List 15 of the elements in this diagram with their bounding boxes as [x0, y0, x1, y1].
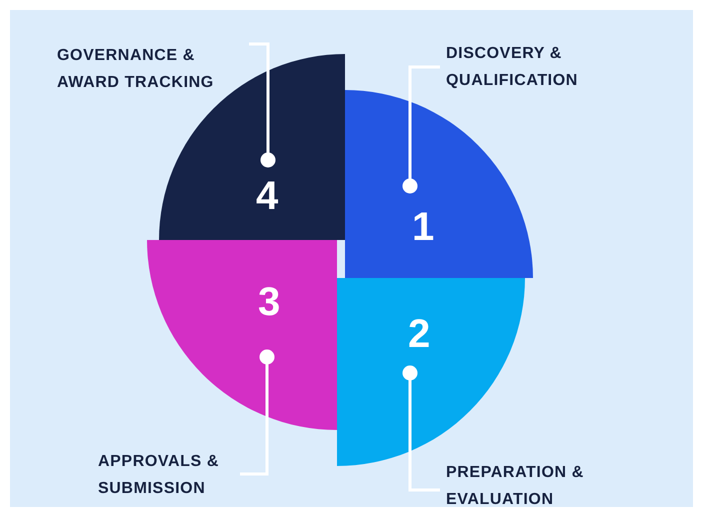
quadrant-segment: [337, 278, 525, 466]
step-number: 1: [412, 207, 434, 247]
step-number: 4: [256, 176, 278, 216]
leader-line: [402, 66, 440, 194]
step-label: PREPARATION & EVALUATION: [446, 459, 626, 513]
quadrant-segment: [147, 240, 337, 430]
step-number: 2: [408, 314, 430, 354]
leader-line: [249, 42, 276, 168]
leader-line: [240, 350, 274, 476]
leader-line: [402, 366, 440, 492]
step-label: DISCOVERY & QUALIFICATION: [446, 40, 626, 94]
step-label: GOVERNANCE & AWARD TRACKING: [57, 42, 247, 96]
step-number: 3: [258, 282, 280, 322]
step-label: APPROVALS & SUBMISSION: [98, 448, 238, 502]
quadrant-segment: [345, 90, 533, 278]
